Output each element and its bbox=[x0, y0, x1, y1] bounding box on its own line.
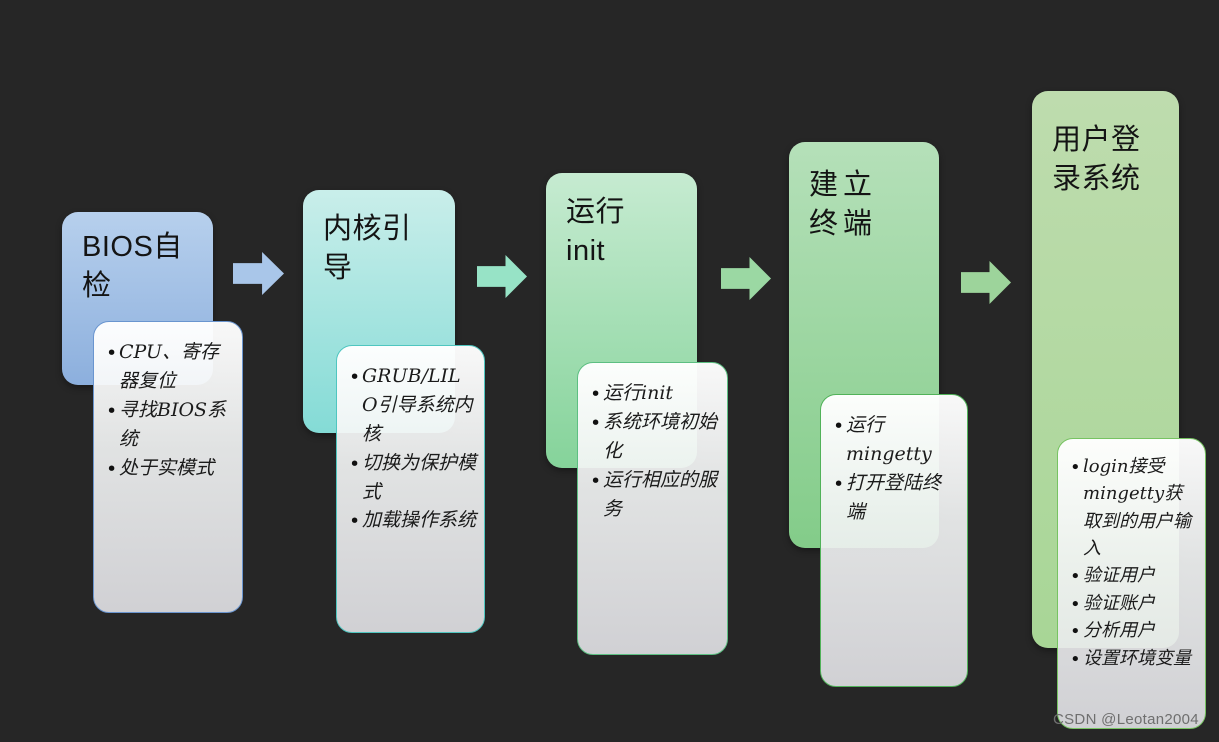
stage-title: 内核引 导 bbox=[323, 213, 412, 284]
stage-title: BIOS自 检 bbox=[82, 231, 183, 302]
detail-item: 寻找BIOS系统 bbox=[106, 396, 234, 454]
stage-title: 运行 init bbox=[566, 196, 626, 267]
stage-detail-box-bios: CPU、寄存器复位 寻找BIOS系统 处于实模式 bbox=[93, 321, 243, 613]
detail-item: 分析用户 bbox=[1070, 617, 1197, 646]
detail-item: 系统环境初始化 bbox=[590, 408, 719, 466]
detail-item: login接受mingetty获取到的用户输入 bbox=[1070, 453, 1197, 562]
arrow-right-icon bbox=[961, 261, 1011, 304]
stage-detail-list: GRUB/LILO引导系统内核 切换为保护模式 加载操作系统 bbox=[337, 346, 484, 536]
arrow-right-icon bbox=[233, 252, 284, 295]
detail-item: 处于实模式 bbox=[106, 454, 234, 483]
detail-item: CPU、寄存器复位 bbox=[106, 338, 234, 396]
stage-detail-box-kernel: GRUB/LILO引导系统内核 切换为保护模式 加载操作系统 bbox=[336, 345, 485, 633]
stage-detail-list: 运行mingetty 打开登陆终端 bbox=[821, 395, 967, 527]
detail-item: 验证用户 bbox=[1070, 562, 1197, 591]
detail-item: 运行init bbox=[590, 379, 719, 409]
stage-detail-list: login接受mingetty获取到的用户输入 验证用户 验证账户 分析用户 设… bbox=[1058, 439, 1205, 674]
detail-item: 切换为保护模式 bbox=[349, 449, 476, 507]
stage-title: 用户登 录系统 bbox=[1052, 124, 1141, 195]
stage-title: 建立 终端 bbox=[809, 169, 878, 240]
stage-detail-box-terminal: 运行mingetty 打开登陆终端 bbox=[820, 394, 968, 687]
detail-item: 加载操作系统 bbox=[349, 506, 476, 536]
detail-item: GRUB/LILO引导系统内核 bbox=[349, 362, 476, 449]
arrow-right-icon bbox=[477, 255, 527, 298]
stage-detail-list: 运行init 系统环境初始化 运行相应的服务 bbox=[578, 363, 727, 523]
detail-item: 验证账户 bbox=[1070, 590, 1197, 619]
stage-detail-box-login: login接受mingetty获取到的用户输入 验证用户 验证账户 分析用户 设… bbox=[1057, 438, 1206, 729]
detail-item: 运行相应的服务 bbox=[590, 466, 719, 524]
detail-item: 设置环境变量 bbox=[1070, 645, 1197, 674]
arrow-right-icon bbox=[721, 257, 771, 300]
stage-detail-list: CPU、寄存器复位 寻找BIOS系统 处于实模式 bbox=[94, 322, 242, 483]
watermark-csdn: CSDN @Leotan2004 bbox=[1053, 711, 1199, 728]
stage-detail-box-init: 运行init 系统环境初始化 运行相应的服务 bbox=[577, 362, 728, 655]
detail-item: 打开登陆终端 bbox=[833, 469, 959, 527]
detail-item: 运行mingetty bbox=[833, 411, 959, 469]
